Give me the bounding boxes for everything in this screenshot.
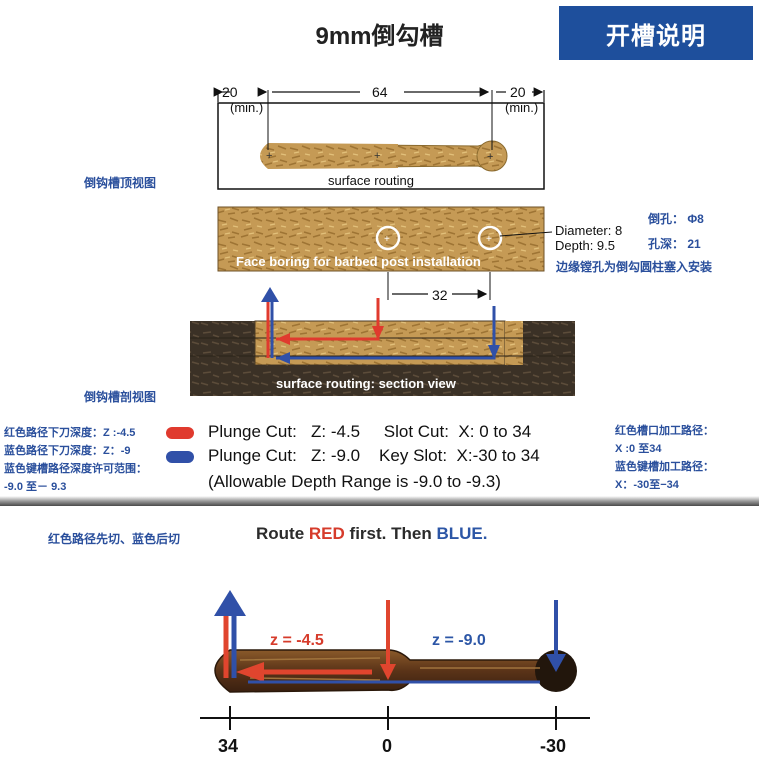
diameter-label: Diameter: 8 (555, 223, 623, 238)
dim-left-min: (min.) (230, 100, 264, 115)
z-blue-label: z = -9.0 (432, 632, 486, 649)
section-view-caption: surface routing: section view (276, 376, 456, 391)
face-boring-board (217, 206, 545, 272)
axis-label-34: 34 (218, 736, 239, 756)
svg-text:+: + (486, 234, 492, 245)
surface-routing-caption: surface routing (328, 173, 414, 188)
routing-diagram: + + + + + (190, 87, 575, 396)
face-boring-caption: Face boring for barbed post installation (236, 254, 481, 269)
svg-text:+: + (374, 150, 380, 162)
axis-label-neg30: -30 (540, 736, 567, 756)
page-title: 9mm倒勾槽 (315, 23, 444, 50)
svg-text:+: + (384, 234, 390, 245)
route-order-diagram (200, 590, 590, 730)
top-view-label: 倒钩槽顶视图 (84, 176, 157, 190)
dim-right-label: 20 (510, 84, 526, 100)
legend-left-note: 红色路径下刀深度：Z :-4.5 蓝色路径下刀深度：Z：-9 蓝色键槽路径深度许… (4, 427, 147, 493)
dim-32-label: 32 (432, 287, 448, 303)
cn-hole-depth: 孔深： 21 (648, 237, 701, 251)
cn-hole-diameter: 倒孔： Φ8 (648, 212, 704, 226)
cn-boring-note: 边缘镗孔为倒勾圆柱塞入安装 (556, 260, 713, 274)
legend-row-blue: Plunge Cut: Z: -9.0 Key Slot: X:-30 to 3… (208, 446, 540, 465)
dim-right-min: (min.) (505, 100, 539, 115)
legend-right-note: 红色槽口加工路径： X :0 至34 蓝色键槽加工路径： X：-30至−34 (615, 425, 714, 491)
blue-path-swatch (166, 451, 194, 463)
legend-depth-range: (Allowable Depth Range is -9.0 to -9.3) (208, 472, 501, 491)
section-divider (0, 496, 759, 506)
dim-left-label: 20 (222, 84, 238, 100)
svg-text:+: + (266, 150, 272, 162)
route-instruction: Route RED first. Then BLUE. (256, 524, 488, 543)
cut-order-note: 红色路径先切、蓝色后切 (48, 532, 181, 546)
dim-center-label: 64 (372, 84, 388, 100)
legend-row-red: Plunge Cut: Z: -4.5 Slot Cut: X: 0 to 34 (208, 422, 532, 441)
axis-label-0: 0 (382, 736, 393, 756)
z-red-label: z = -4.5 (270, 632, 324, 649)
red-path-swatch (166, 427, 194, 439)
section-view-label: 倒钩槽剖视图 (84, 390, 157, 404)
svg-text:+: + (487, 151, 493, 163)
title-badge: 开槽说明 (559, 6, 753, 60)
depth-label: Depth: 9.5 (555, 238, 615, 253)
